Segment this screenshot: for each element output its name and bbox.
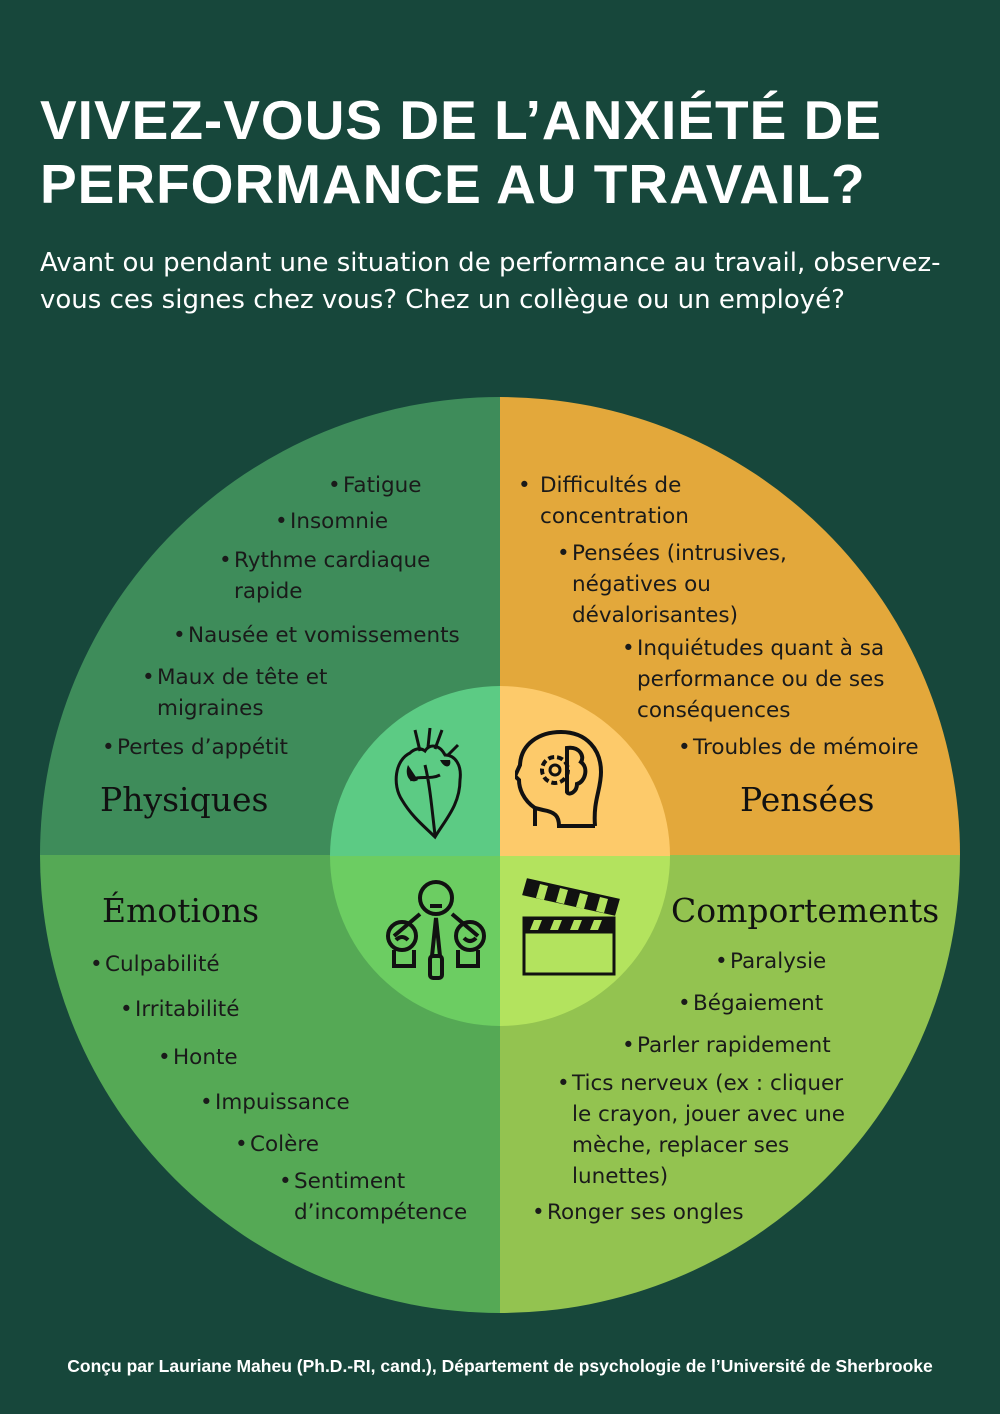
list-item: •Troubles de mémoire (678, 732, 919, 763)
list-item: •Fatigue (328, 470, 421, 501)
title-line-1: VIVEZ-VOUS DE L’ANXIÉTÉ DE (40, 89, 882, 151)
list-item: •Rythme cardiaque rapide (219, 545, 430, 607)
list-item: •Bégaiement (678, 988, 823, 1019)
list-item: • Difficultés de concentration (518, 470, 689, 532)
label-comportements: Comportements (671, 891, 940, 930)
list-item: •Insomnie (275, 506, 388, 537)
symptom-wheel (40, 397, 960, 1313)
item-text: Tics nerveux (ex : cliquer le crayon, jo… (572, 1071, 845, 1189)
list-item: •Pensées (intrusives, négatives ou déval… (557, 538, 787, 631)
item-text: Insomnie (290, 509, 389, 534)
item-text: Ronger ses ongles (547, 1200, 744, 1225)
list-item: •Culpabilité (90, 949, 220, 980)
heart-icon (394, 727, 462, 840)
item-text: Impuissance (215, 1090, 350, 1115)
label-emotions: Émotions (102, 891, 260, 930)
list-item: •Honte (158, 1042, 238, 1073)
list-item: •Irritabilité (120, 994, 239, 1025)
item-text: Culpabilité (105, 952, 220, 977)
item-text: Sentiment d’incompétence (294, 1169, 468, 1225)
item-text: Fatigue (343, 473, 422, 498)
head-brain-gear-icon (515, 730, 604, 828)
item-text: Irritabilité (135, 997, 240, 1022)
title-line-2: PERFORMANCE AU TRAVAIL? (40, 153, 866, 215)
list-item: •Nausée et vomissements (173, 620, 460, 651)
item-text: Troubles de mémoire (693, 735, 919, 760)
list-item: •Ronger ses ongles (532, 1197, 744, 1228)
item-text: Nausée et vomissements (188, 623, 460, 648)
item-text: Paralysie (730, 949, 827, 974)
list-item: •Pertes d’appétit (102, 732, 288, 763)
people-emotions-icon (386, 880, 486, 980)
list-item: •Parler rapidement (622, 1030, 831, 1061)
list-item: •Inquiétudes quant à sa performance ou d… (622, 633, 884, 726)
item-text: Difficultés de concentration (540, 473, 689, 529)
item-text: Bégaiement (693, 991, 824, 1016)
item-text: Rythme cardiaque rapide (234, 548, 431, 604)
item-text: Colère (250, 1132, 319, 1157)
label-pensees: Pensées (740, 780, 875, 819)
label-physiques: Physiques (100, 780, 269, 819)
list-item: •Sentiment d’incompétence (279, 1166, 467, 1228)
list-item: •Impuissance (200, 1087, 350, 1118)
item-text: Inquiétudes quant à sa performance ou de… (637, 636, 885, 723)
list-item: •Tics nerveux (ex : cliquer le crayon, j… (557, 1068, 845, 1192)
list-item: •Maux de tête et migraines (142, 662, 327, 724)
list-item: •Colère (235, 1129, 319, 1160)
item-text: Maux de tête et migraines (157, 665, 328, 721)
page-title: VIVEZ-VOUS DE L’ANXIÉTÉ DE PERFORMANCE A… (40, 88, 882, 216)
item-text: Parler rapidement (637, 1033, 831, 1058)
credits-footer: Conçu par Lauriane Maheu (Ph.D.-RI, cand… (67, 1356, 933, 1376)
clapperboard-icon (522, 878, 620, 976)
item-text: Honte (173, 1045, 238, 1070)
item-text: Pertes d’appétit (117, 735, 288, 760)
list-item: •Paralysie (715, 946, 826, 977)
item-text: Pensées (intrusives, négatives ou dévalo… (572, 541, 787, 628)
center-physiques (330, 686, 500, 856)
subtitle: Avant ou pendant une situation de perfor… (40, 248, 941, 315)
